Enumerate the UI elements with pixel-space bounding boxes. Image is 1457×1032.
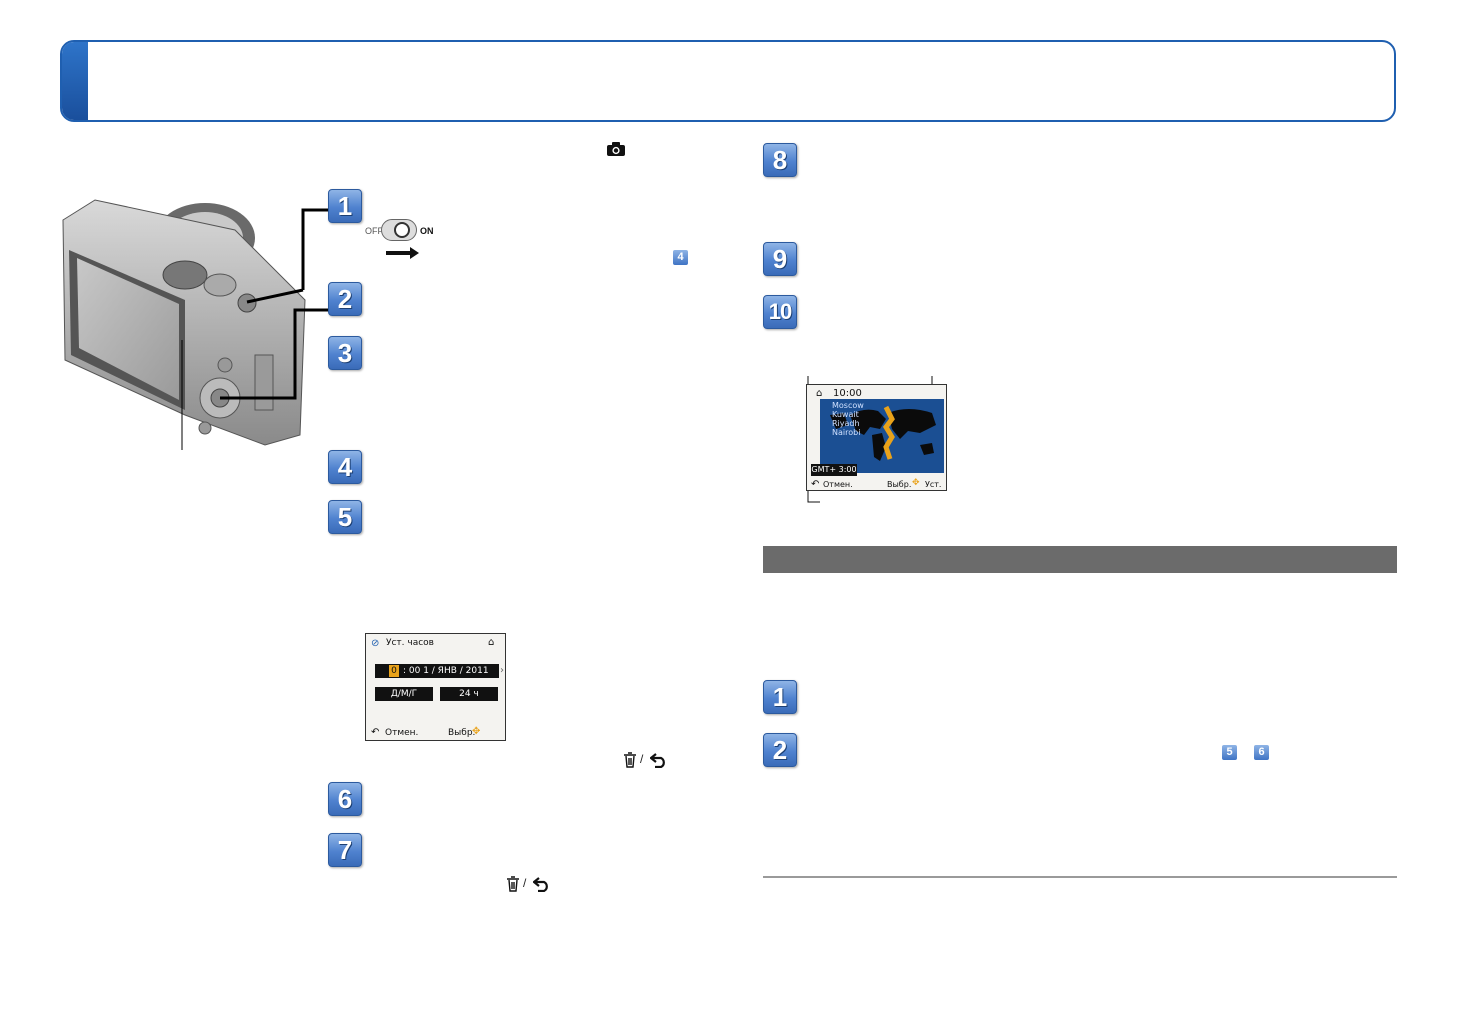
step-8-badge: 8 xyxy=(763,143,797,177)
back-arrow-icon-2 xyxy=(533,877,548,892)
step-7-badge: 7 xyxy=(328,833,362,867)
back-arrow-icon xyxy=(650,753,665,768)
step-9-badge: 9 xyxy=(763,242,797,276)
page-ref-5[interactable]: 5 xyxy=(1222,745,1237,760)
page-ref-4[interactable]: 4 xyxy=(673,250,688,265)
step-10-badge: 10 xyxy=(763,295,797,329)
header-tab xyxy=(62,42,88,120)
power-on-label: ON xyxy=(420,226,434,236)
power-switch xyxy=(381,219,417,241)
city-name: Moscow xyxy=(832,401,864,410)
hour-value[interactable]: 0 xyxy=(389,665,399,677)
gmt-offset: GMT+ 3:00 xyxy=(811,464,857,476)
datetime-field[interactable]: 0 : 00 1 / ЯНВ / 2011 xyxy=(375,664,499,678)
arrow-right-icon xyxy=(386,247,419,259)
slash-separator: / xyxy=(640,752,644,766)
page-header xyxy=(60,40,1396,122)
cursor-keys-icon: ✥ xyxy=(472,726,481,737)
step-4-badge: 4 xyxy=(328,450,362,484)
section2-step-2-badge: 2 xyxy=(763,733,797,767)
step-6-badge: 6 xyxy=(328,782,362,816)
hour-format-field[interactable]: 24 ч xyxy=(440,687,498,701)
step-2-badge: 2 xyxy=(328,282,362,316)
divider xyxy=(763,876,1397,878)
step-5-badge: 5 xyxy=(328,500,362,534)
page-ref-6[interactable]: 6 xyxy=(1254,745,1269,760)
slash-separator-2: / xyxy=(523,876,527,890)
home-icon-2: ⌂ xyxy=(816,388,823,399)
clock-icon: ⊘ xyxy=(371,638,380,649)
step-3-badge: 3 xyxy=(328,336,362,370)
section-header-band xyxy=(763,546,1397,573)
clock-cancel-label[interactable]: Отмен. xyxy=(385,728,419,738)
clock-setting-screen: ⊘ Уст. часов ⌂ 0 : 00 1 / ЯНВ / 2011 › Д… xyxy=(365,633,506,741)
city-name: Kuwait xyxy=(832,410,859,419)
world-cancel-label[interactable]: Отмен. xyxy=(823,480,853,489)
power-off-label: OFF xyxy=(365,226,383,236)
date-format-field[interactable]: Д/М/Г xyxy=(375,687,433,701)
city-name: Nairobi xyxy=(832,428,861,437)
cursor-keys-icon-2: ✥ xyxy=(912,478,920,488)
trash-icon-2 xyxy=(507,876,519,892)
world-select-label[interactable]: Выбр. xyxy=(887,480,912,489)
chevron-right-icon: › xyxy=(500,665,504,676)
home-icon: ⌂ xyxy=(488,637,495,648)
datetime-value: : 00 1 / ЯНВ / 2011 xyxy=(403,666,489,676)
camera-icon xyxy=(607,142,625,156)
back-icon-3: ↶ xyxy=(811,479,820,490)
city-name: Riyadh xyxy=(832,419,860,428)
world-time-screen: ⌂ 10:00 Moscow Kuwait Riyadh Nairobi GMT… xyxy=(806,384,947,491)
clock-select-label[interactable]: Выбр. xyxy=(448,728,476,738)
camera-illustration xyxy=(62,199,330,450)
world-set-label[interactable]: Уст. xyxy=(925,480,942,489)
world-map[interactable]: Moscow Kuwait Riyadh Nairobi xyxy=(820,399,944,473)
back-icon: ↶ xyxy=(371,727,380,738)
section2-step-1-badge: 1 xyxy=(763,680,797,714)
trash-icon xyxy=(624,752,636,768)
world-time-value: 10:00 xyxy=(833,388,862,399)
step-1-badge: 1 xyxy=(328,189,362,223)
clock-screen-title: Уст. часов xyxy=(386,638,434,648)
